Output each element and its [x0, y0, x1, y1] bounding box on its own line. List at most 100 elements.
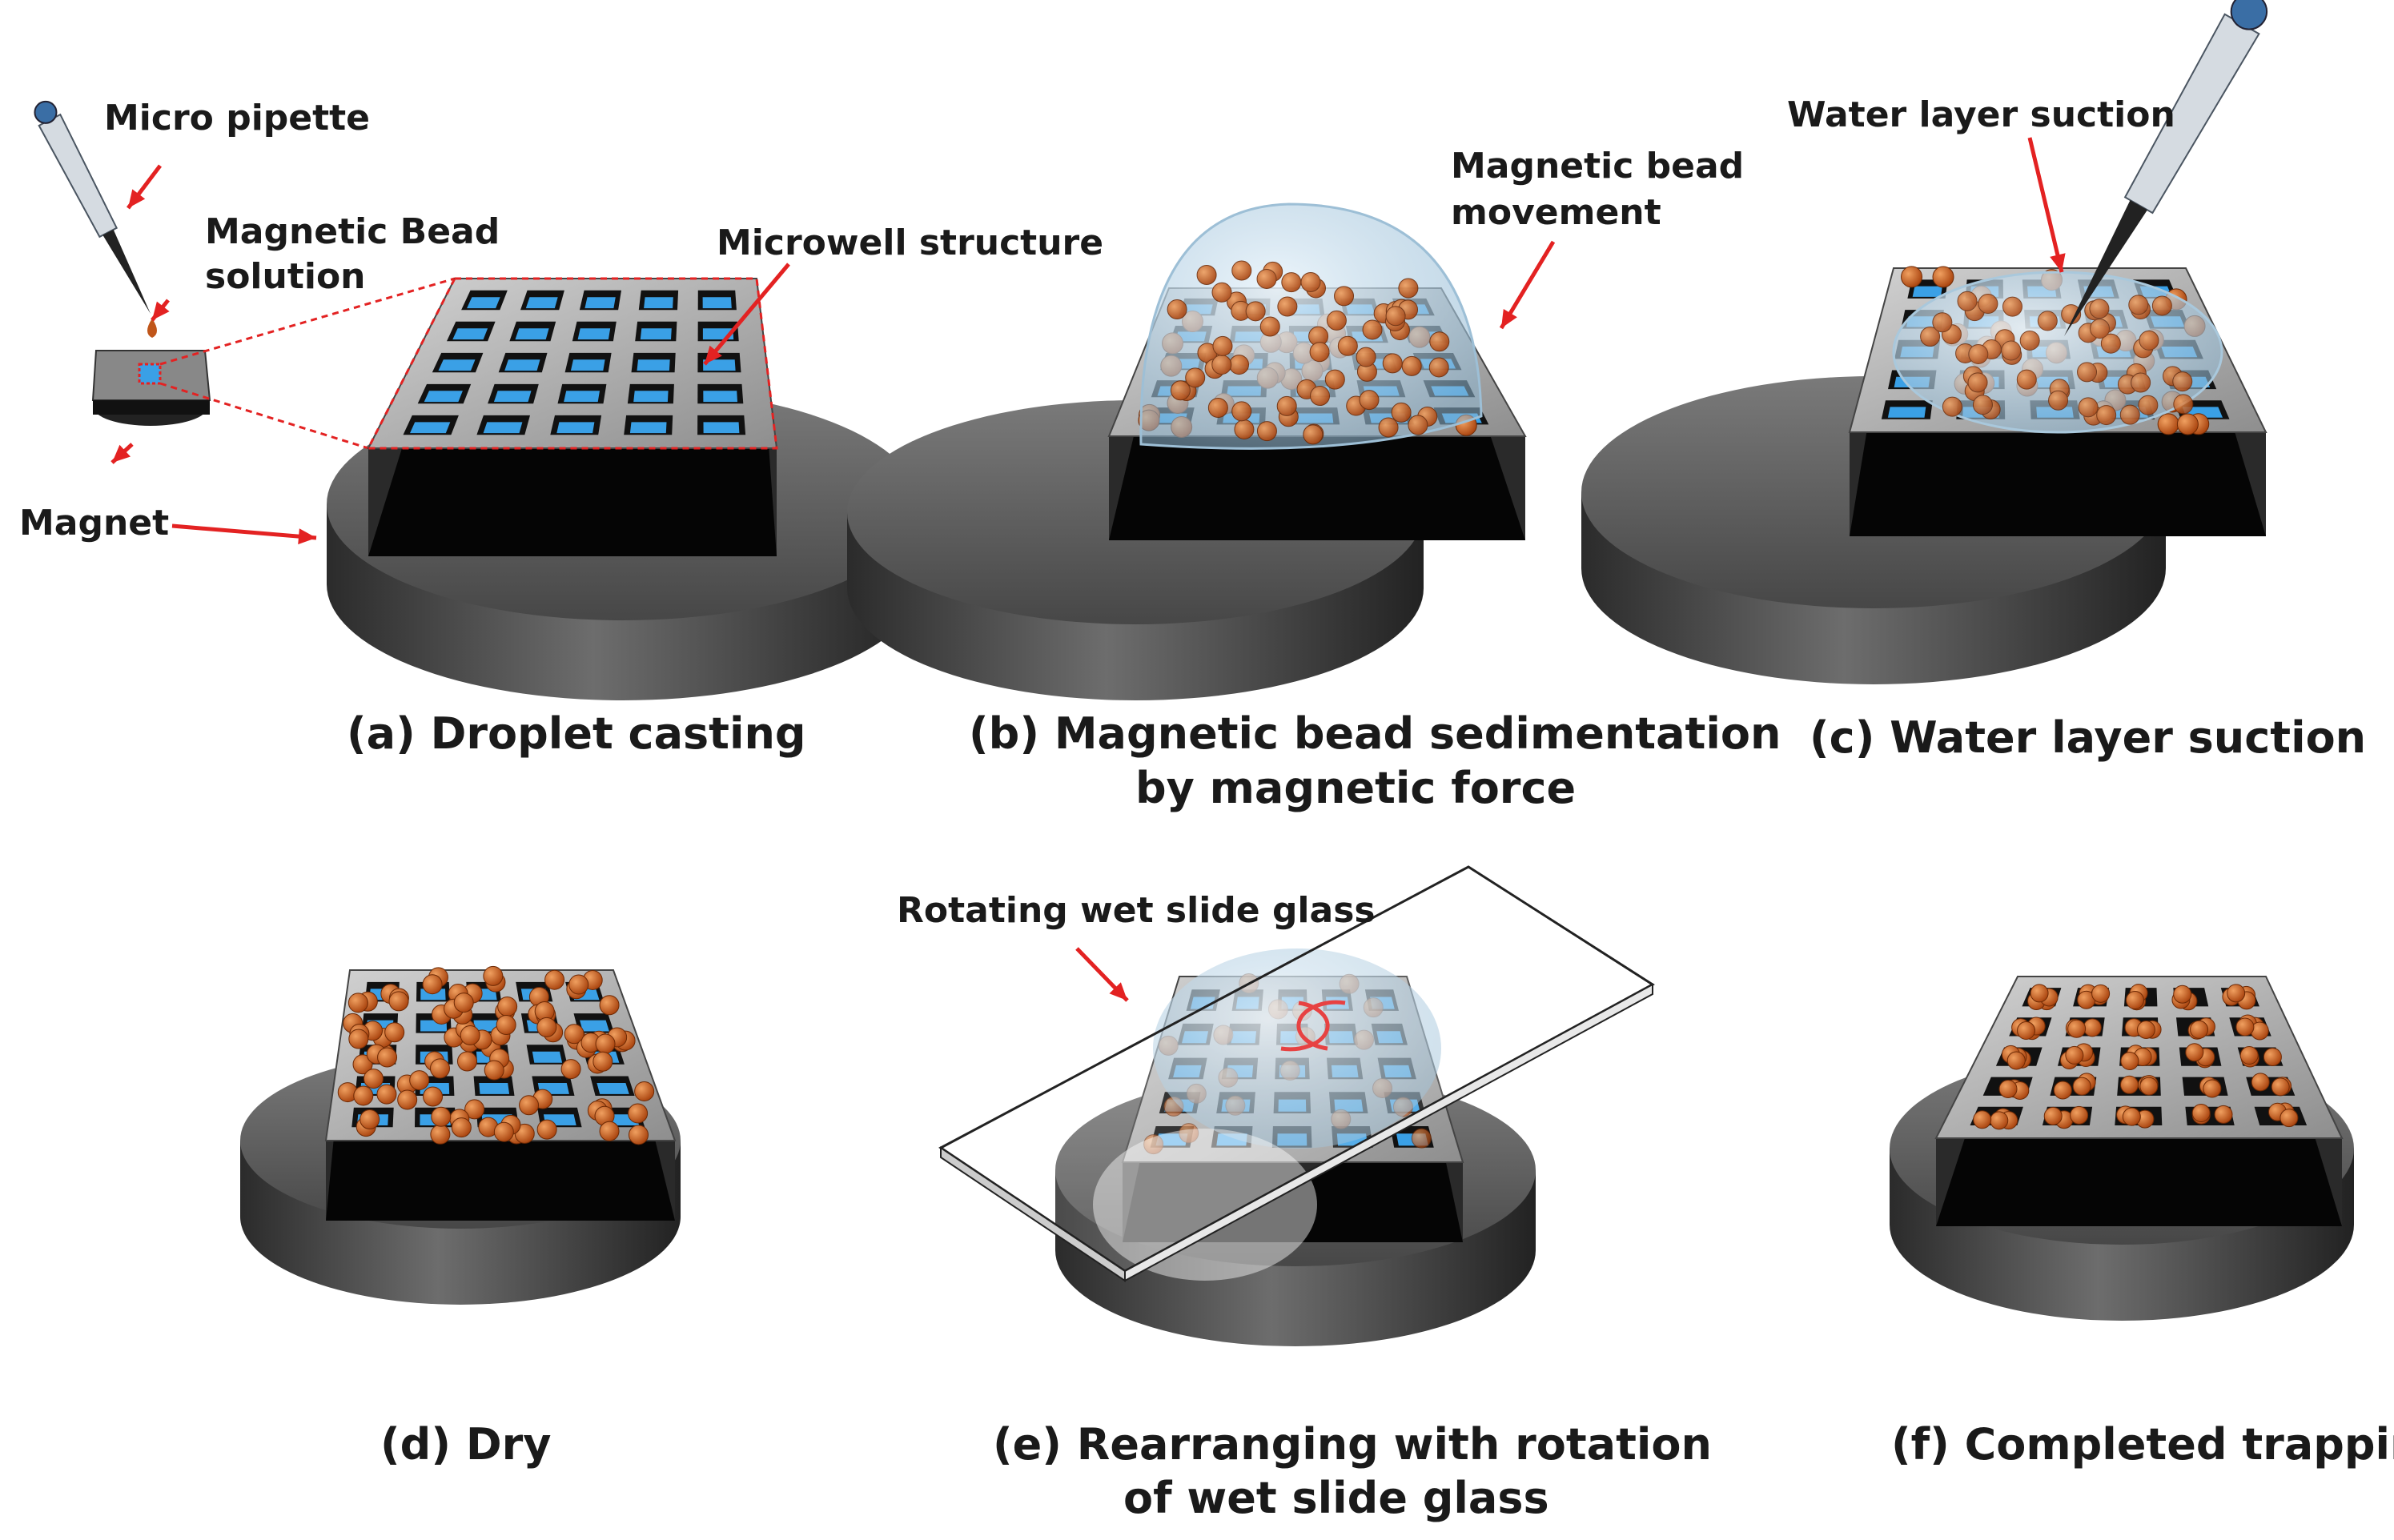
- magnetic-bead: [2120, 1052, 2139, 1071]
- magnetic-bead: [384, 1022, 405, 1043]
- magnetic-bead: [409, 1070, 430, 1091]
- microwell-liquid: [644, 297, 673, 309]
- magnetic-bead: [451, 1117, 472, 1138]
- magnetic-bead: [1277, 296, 1298, 317]
- magnetic-bead: [493, 1121, 514, 1142]
- magnetic-bead: [1408, 415, 1428, 435]
- magnetic-bead: [2067, 1019, 2087, 1038]
- magnetic-bead: [1310, 386, 1331, 407]
- magnetic-bead: [2100, 333, 2121, 354]
- microwell-liquid: [637, 359, 670, 371]
- magnetic-bead: [2227, 984, 2246, 1003]
- magnetic-bead: [464, 1099, 485, 1120]
- magnetic-bead: [360, 1109, 380, 1130]
- arrow-head: [1501, 309, 1517, 328]
- magnetic-bead: [1326, 310, 1347, 331]
- magnetic-bead: [599, 995, 620, 1016]
- arrow-head: [152, 301, 170, 320]
- magnetic-bead: [456, 1051, 477, 1072]
- microwell-liquid: [479, 1083, 510, 1094]
- magnetic-bead: [1901, 266, 1923, 288]
- magnetic-bead: [1398, 278, 1419, 299]
- magnetic-bead: [519, 1095, 540, 1116]
- magnetic-bead: [2138, 395, 2159, 415]
- magnetic-bead: [1942, 396, 1962, 417]
- magnetic-bead: [634, 1081, 655, 1101]
- magnetic-bead: [568, 974, 589, 995]
- label-bead-movement-2: movement: [1451, 192, 1661, 233]
- magnetic-bead: [2072, 1077, 2091, 1096]
- magnetic-bead: [1428, 357, 1449, 378]
- magnetic-bead: [2185, 1043, 2204, 1062]
- caption-c: (c) Water layer suction: [1810, 712, 2366, 763]
- label-microwell-structure: Microwell structure: [717, 223, 1103, 263]
- magnetic-bead: [1920, 327, 1941, 347]
- magnetic-bead: [1245, 301, 1266, 322]
- magnetic-bead: [2136, 1020, 2155, 1039]
- annotation-arrow: [703, 263, 790, 366]
- microwell-liquid: [556, 422, 595, 434]
- microwell-liquid: [640, 328, 672, 340]
- panel-dry: [240, 965, 681, 1305]
- pipette-plunger: [2230, 0, 2268, 30]
- chip-front-face: [1123, 1162, 1463, 1242]
- magnetic-bead: [1385, 306, 1406, 327]
- caption-a: (a) Droplet casting: [347, 708, 806, 759]
- magnetic-bead: [1276, 395, 1297, 416]
- panel-droplet-casting: [34, 100, 919, 700]
- panel-completed-trapping: [1890, 976, 2354, 1321]
- magnetic-bead: [1967, 372, 1988, 393]
- magnetic-bead: [348, 1029, 369, 1049]
- magnetic-bead: [2078, 397, 2099, 418]
- magnetic-bead: [628, 1103, 649, 1124]
- magnetic-bead: [2048, 390, 2069, 411]
- magnetic-bead: [2119, 404, 2140, 425]
- magnetic-bead: [1170, 380, 1191, 401]
- magnetic-bead: [1972, 395, 1993, 415]
- magnetic-bead: [2271, 1077, 2290, 1097]
- zoom-line: [159, 277, 456, 366]
- microwell-liquid: [584, 297, 616, 309]
- magnetic-bead: [2214, 1105, 2233, 1124]
- magnetic-bead: [536, 1119, 557, 1140]
- magnetic-bead: [1978, 294, 1998, 315]
- caption-f: (f) Completed trapping: [1891, 1419, 2394, 1470]
- microwell-liquid: [564, 391, 600, 403]
- magnetic-bead: [388, 991, 409, 1012]
- chip-front-face: [1936, 1138, 2342, 1226]
- rotation-icon: [1296, 1000, 1346, 1051]
- magnetic-bead: [496, 1015, 516, 1036]
- chip-front-face: [326, 1141, 675, 1221]
- magnetic-bead: [1411, 1128, 1432, 1149]
- magnetic-bead: [1143, 1134, 1164, 1155]
- microwell-liquid: [1912, 286, 1942, 297]
- panel-rearranging: [938, 865, 1655, 1346]
- magnetic-bead: [453, 993, 474, 1013]
- magnetic-bead: [1256, 421, 1277, 442]
- bead-cluster: [1167, 260, 1450, 445]
- magnetic-bead: [2091, 984, 2111, 1003]
- bead-droplet: [147, 319, 157, 338]
- magnetic-bead: [1228, 355, 1249, 375]
- magnetic-bead: [1378, 417, 1399, 438]
- slide-glass-edge: [1124, 983, 1653, 1282]
- magnetic-bead: [347, 993, 368, 1013]
- water-droplet-dome: [1139, 203, 1483, 450]
- magnetic-bead: [1362, 319, 1383, 340]
- small-chip-front: [93, 400, 210, 415]
- caption-d: (d) Dry: [380, 1419, 551, 1470]
- magnetic-bead: [1256, 268, 1277, 289]
- magnetic-bead: [2173, 985, 2192, 1004]
- label-rotating-slide-glass: Rotating wet slide glass: [897, 890, 1376, 931]
- magnetic-bead: [2173, 394, 2194, 415]
- microwell-liquid: [438, 359, 476, 371]
- magnetic-bead: [1932, 312, 1953, 333]
- microwell-liquid: [629, 422, 667, 434]
- magnetic-bead: [376, 1084, 397, 1105]
- microwell-liquid: [410, 422, 451, 434]
- magnetic-bead: [2122, 1107, 2141, 1126]
- magnetic-bead: [1196, 265, 1217, 286]
- arrow-head: [705, 345, 722, 364]
- magnetic-bead: [599, 1121, 620, 1141]
